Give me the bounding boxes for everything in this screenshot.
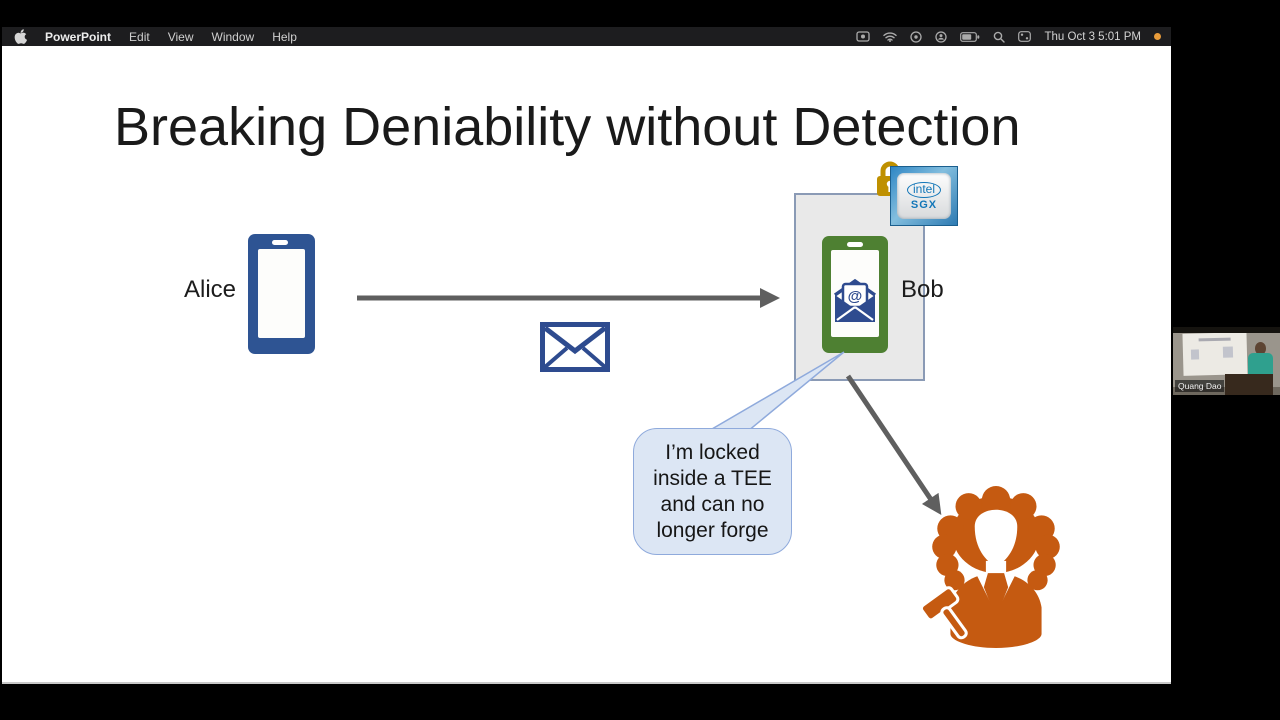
judge-gavel-icon bbox=[921, 486, 1060, 648]
video-podium bbox=[1225, 374, 1273, 395]
sgx-label: SGX bbox=[910, 198, 938, 211]
speech-bubble-line: longer forge bbox=[656, 518, 769, 542]
spotlight-search-icon[interactable] bbox=[993, 31, 1006, 43]
menu-app-name[interactable]: PowerPoint bbox=[45, 29, 112, 44]
account-circle-icon[interactable] bbox=[935, 30, 948, 43]
phone-speaker bbox=[272, 240, 288, 245]
speaker-head bbox=[1255, 342, 1266, 355]
screen-mirroring-icon[interactable] bbox=[856, 31, 871, 42]
menu-bar-clock[interactable]: Thu Oct 3 5:01 PM bbox=[1044, 30, 1141, 43]
bob-label: Bob bbox=[901, 276, 944, 303]
at-symbol: @ bbox=[848, 288, 863, 305]
macos-menu-bar: PowerPoint Edit View Window Help bbox=[2, 27, 1171, 46]
speech-bubble-line: inside a TEE bbox=[653, 466, 772, 490]
intel-sgx-badge: intel SGX bbox=[890, 166, 958, 226]
menu-bar-left: PowerPoint Edit View Window Help bbox=[14, 29, 297, 44]
participant-name-label: Quang Dao bbox=[1175, 380, 1225, 392]
menu-bar-status-area: Thu Oct 3 5:01 PM bbox=[856, 31, 1161, 43]
alice-label: Alice bbox=[184, 276, 237, 303]
menu-item-window[interactable]: Window bbox=[211, 29, 255, 44]
phone-speaker bbox=[847, 242, 863, 247]
control-center-icon[interactable] bbox=[1018, 31, 1032, 42]
menu-item-help[interactable]: Help bbox=[272, 29, 297, 44]
open-envelope-at-icon: @ bbox=[833, 278, 877, 322]
battery-icon[interactable] bbox=[960, 31, 980, 42]
participant-video-tile[interactable]: Quang Dao bbox=[1173, 327, 1280, 395]
speech-bubble-line: and can no bbox=[660, 492, 765, 516]
bob-phone-icon: @ bbox=[822, 236, 888, 353]
speech-bubble-line: I’m locked bbox=[665, 440, 760, 464]
apple-icon[interactable] bbox=[14, 29, 27, 44]
video-slide-shape-blur bbox=[1222, 346, 1234, 358]
video-projector-screen bbox=[1182, 332, 1248, 376]
alice-phone-icon bbox=[248, 234, 315, 354]
slide-title: Breaking Deniability without Detection bbox=[114, 97, 1021, 157]
powerpoint-slide: Breaking Deniability without Detection A… bbox=[2, 46, 1171, 684]
video-ceiling-strip bbox=[1173, 327, 1280, 333]
recording-indicator-dot bbox=[1154, 33, 1161, 40]
video-slide-title-blur bbox=[1198, 337, 1231, 342]
envelope-icon bbox=[540, 322, 610, 372]
intel-sgx-badge-face: intel SGX bbox=[897, 173, 951, 219]
intel-logo: intel bbox=[906, 181, 941, 198]
video-slide-shape-blur bbox=[1190, 349, 1200, 360]
speech-bubble: I’m locked inside a TEE and can no longe… bbox=[633, 428, 792, 555]
menu-item-edit[interactable]: Edit bbox=[129, 29, 150, 44]
menu-item-view[interactable]: View bbox=[167, 29, 194, 44]
phone-screen bbox=[258, 249, 305, 338]
phone-screen: @ bbox=[831, 250, 879, 337]
wifi-icon[interactable] bbox=[883, 31, 898, 42]
record-circle-icon[interactable] bbox=[910, 30, 923, 43]
